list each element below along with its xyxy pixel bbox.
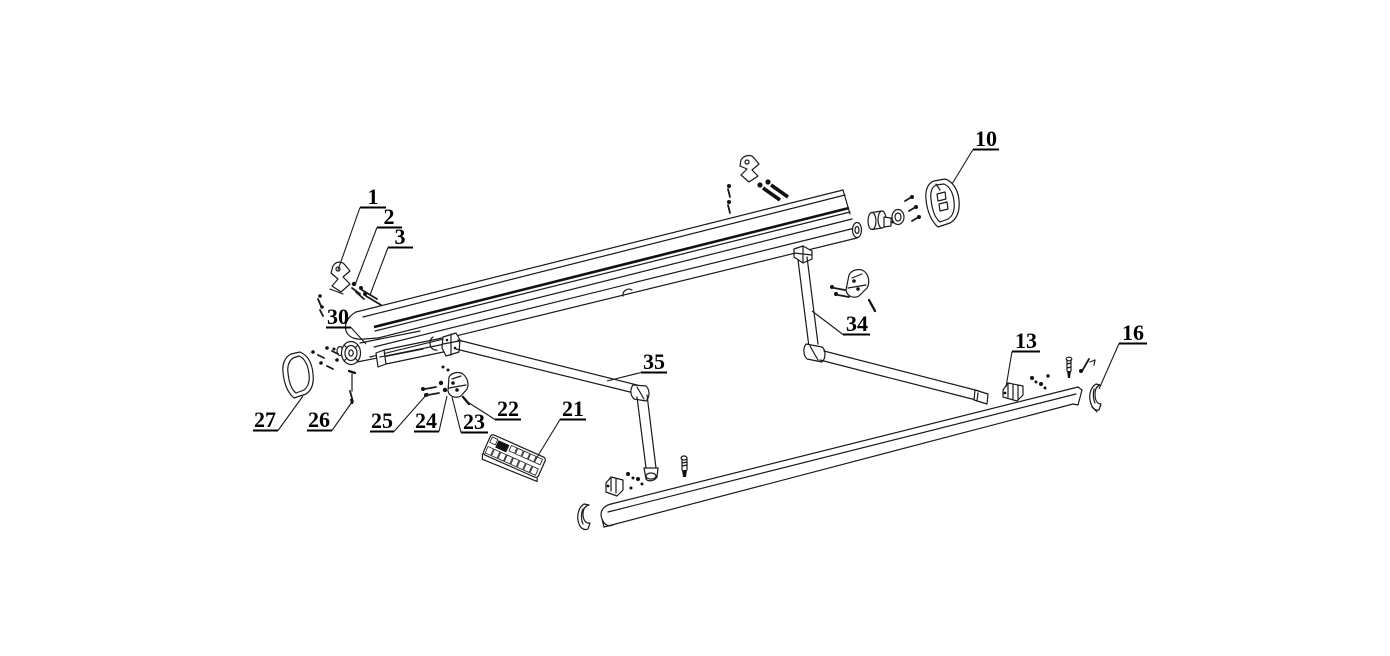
torsion-bar	[375, 335, 454, 368]
part-label-13: 13	[1015, 328, 1037, 353]
screws-part-2	[351, 281, 365, 300]
arm-bracket-23	[441, 365, 469, 398]
callout-1: 1	[337, 184, 386, 271]
callout-34: 34	[811, 310, 870, 336]
arm-34-mount-bracket	[830, 269, 877, 313]
leader-line-3	[369, 247, 389, 296]
cassette-assembly	[344, 189, 863, 363]
callout-3: 3	[369, 224, 413, 296]
part-label-24: 24	[415, 408, 437, 433]
leader-line-13	[1005, 351, 1013, 388]
callout-21: 21	[535, 396, 586, 460]
part-label-2: 2	[384, 204, 395, 229]
cassette-seam	[622, 288, 633, 297]
end-cover-27	[282, 351, 314, 399]
leader-line-27	[277, 395, 304, 431]
screws-25	[421, 386, 440, 397]
left-arm	[441, 332, 659, 482]
end-cap-10-group	[867, 178, 960, 231]
part-label-3: 3	[395, 224, 406, 249]
callout-27: 27	[253, 395, 304, 432]
part-label-23: 23	[463, 409, 485, 434]
leader-line-21	[535, 419, 561, 460]
callout-13: 13	[1005, 328, 1040, 388]
leader-line-25	[393, 392, 429, 432]
screws-24	[438, 380, 448, 393]
callout-23: 23	[451, 396, 488, 434]
screws-13	[1030, 356, 1096, 390]
front-bar	[600, 386, 1083, 528]
front-bar-screw	[680, 455, 688, 477]
right-arm	[793, 245, 989, 405]
part-label-27: 27	[254, 407, 276, 432]
leader-line-10	[951, 149, 974, 185]
part-label-35: 35	[643, 349, 665, 374]
part-label-16: 16	[1122, 320, 1144, 345]
part-label-25: 25	[371, 408, 393, 433]
leader-line-24	[438, 395, 448, 432]
callout-24: 24	[414, 395, 448, 433]
callout-25: 25	[370, 392, 429, 433]
part-label-26: 26	[308, 407, 330, 432]
wall-bracket-13	[1002, 382, 1024, 402]
knob-flange	[867, 211, 877, 231]
part-label-10: 10	[975, 126, 997, 151]
left-arm-end-cap	[643, 467, 659, 482]
callout-22: 22	[465, 396, 521, 421]
part-label-34: 34	[846, 311, 868, 336]
callout-10: 10	[951, 126, 999, 185]
hook-16	[1089, 383, 1102, 413]
leader-line-30	[350, 327, 367, 345]
tube-collar	[429, 336, 438, 351]
part-label-30: 30	[327, 304, 349, 329]
leader-line-35	[606, 371, 642, 382]
screw-scatter-left	[311, 346, 339, 370]
leader-line-34	[811, 310, 844, 335]
leader-line-16	[1098, 343, 1120, 390]
callout-2: 2	[354, 204, 402, 286]
callout-26: 26	[307, 401, 353, 432]
mounting-bracket-left	[317, 261, 351, 317]
leader-line-1	[337, 207, 361, 271]
leader-line-26	[331, 401, 353, 431]
front-bar-left-bracket	[605, 472, 644, 497]
mounting-bracket-right	[727, 154, 790, 214]
remote-control-21	[481, 434, 546, 483]
part-label-1: 1	[368, 184, 379, 209]
part-label-21: 21	[562, 396, 584, 421]
callout-35: 35	[606, 349, 667, 382]
callout-30: 30	[326, 304, 367, 345]
leader-line-2	[354, 227, 378, 286]
right-arm-end-cap	[973, 389, 989, 405]
leader-line-22	[465, 400, 496, 420]
pin-26	[347, 369, 357, 404]
screws-part-3	[359, 286, 382, 306]
part-label-22: 22	[497, 396, 519, 421]
ring-bushing	[891, 208, 905, 226]
roller-end-right	[851, 221, 863, 239]
leader-line-23	[451, 396, 462, 433]
roller-end-gear	[332, 340, 362, 366]
front-bar-left-hook	[577, 503, 591, 531]
callout-16: 16	[1098, 320, 1147, 390]
